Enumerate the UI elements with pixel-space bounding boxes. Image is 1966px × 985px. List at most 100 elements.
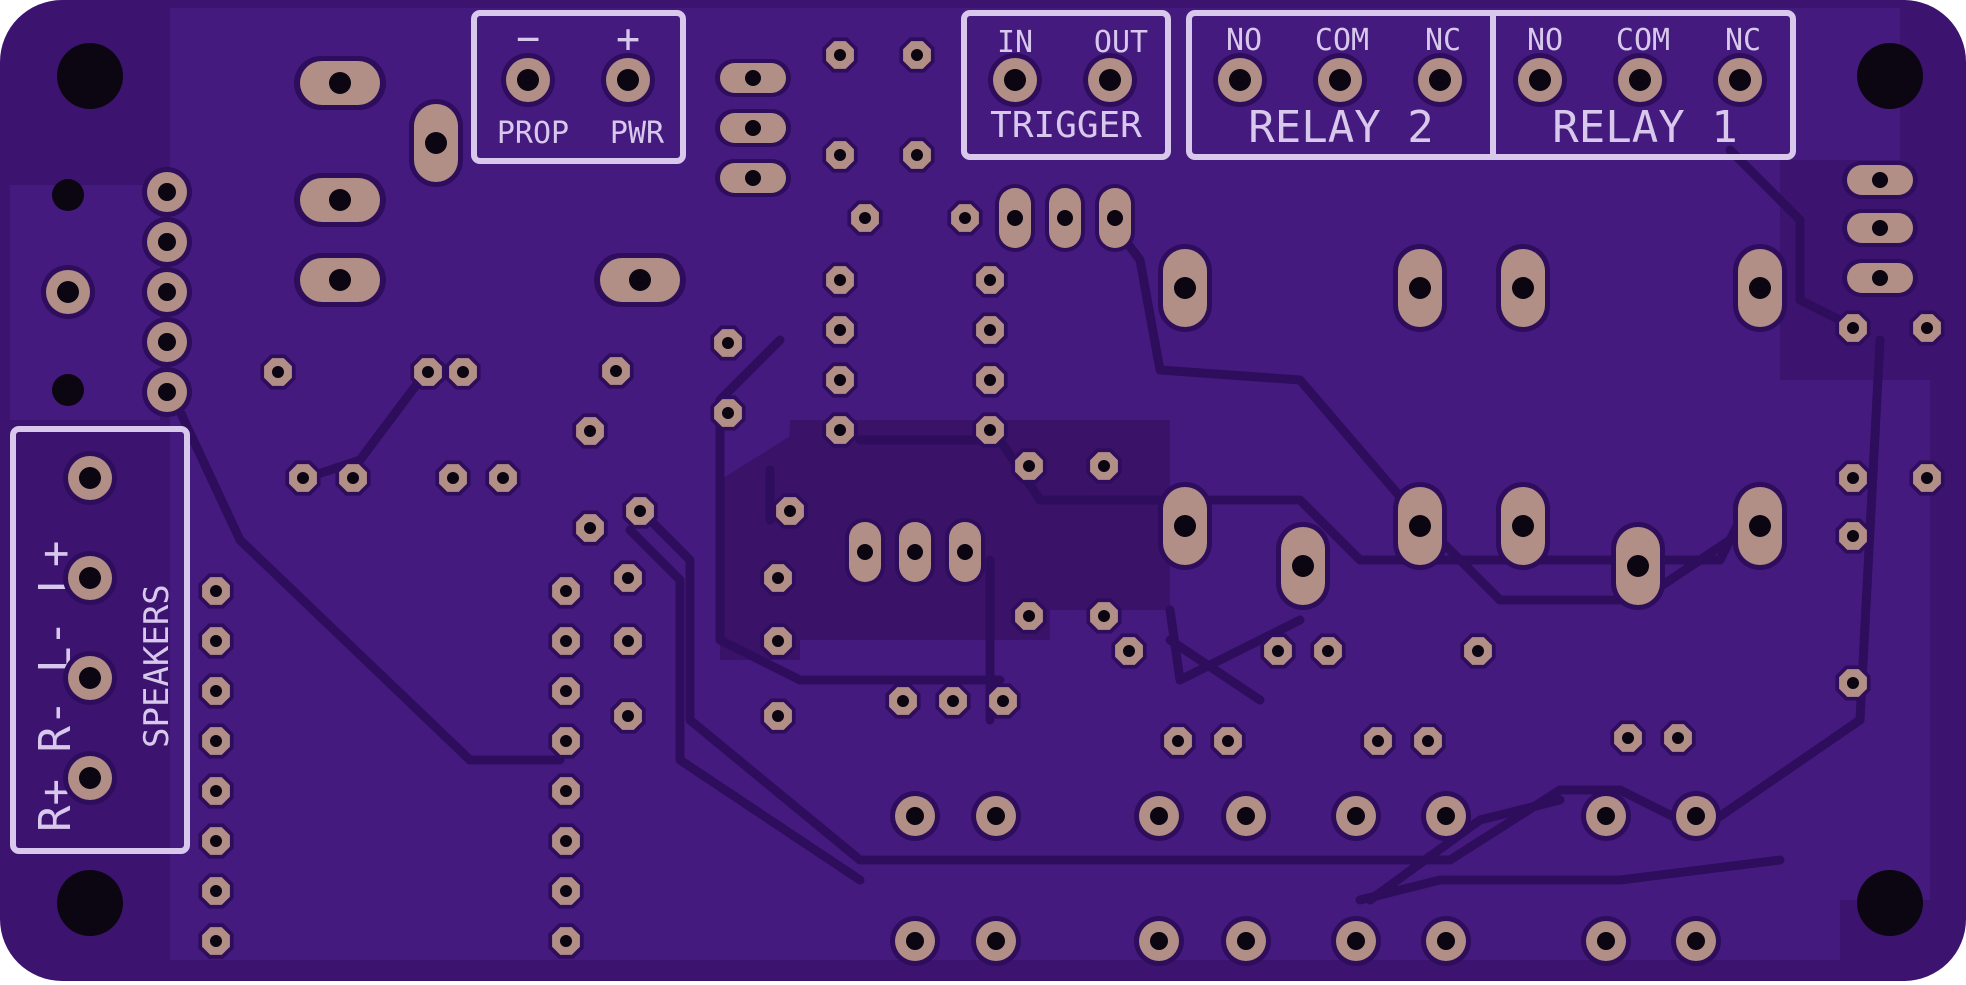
pad (899, 37, 935, 73)
pad (1842, 161, 1918, 199)
speaker-connector-outline (10, 426, 190, 854)
relay2-nc-label: NC (1425, 23, 1461, 58)
pad (548, 873, 584, 909)
pad (142, 217, 192, 267)
pad (1111, 633, 1147, 669)
pad (548, 823, 584, 859)
pad (895, 518, 935, 586)
relay2-no-label: NO (1226, 23, 1262, 58)
pad (715, 109, 791, 147)
pad (1260, 633, 1296, 669)
pad (198, 923, 234, 959)
pad (772, 493, 808, 529)
pad (198, 873, 234, 909)
pad (1095, 184, 1135, 252)
pad (1393, 482, 1447, 570)
pad (971, 916, 1021, 966)
mounting-hole (57, 43, 123, 109)
pad (1158, 482, 1212, 570)
pad (715, 159, 791, 197)
pad (710, 395, 746, 431)
pad (847, 200, 883, 236)
silkscreen-labels: − + PROP PWR IN OUT TRIGGER NO COM NC RE… (30, 16, 1761, 832)
pad (572, 510, 608, 546)
pad (1842, 209, 1918, 247)
pad (198, 773, 234, 809)
pad (1842, 259, 1918, 297)
pad (598, 353, 634, 389)
pad (1331, 916, 1381, 966)
relay2-name-label: RELAY 2 (1248, 102, 1433, 153)
pad (1313, 53, 1367, 107)
pad (1713, 53, 1767, 107)
pad (1513, 53, 1567, 107)
pad (1360, 723, 1396, 759)
pad (971, 791, 1021, 841)
pad (548, 673, 584, 709)
pad (1310, 633, 1346, 669)
pad (899, 137, 935, 173)
pad (198, 723, 234, 759)
pad (1835, 518, 1871, 554)
pad (1158, 244, 1212, 332)
pad (260, 354, 296, 390)
pad (610, 698, 646, 734)
pad (1733, 244, 1787, 332)
pad (945, 518, 985, 586)
pad (198, 573, 234, 609)
pad (501, 53, 555, 107)
pad (485, 460, 521, 496)
pad (890, 916, 940, 966)
mounting-hole (52, 179, 84, 211)
power-pwr-label: PWR (610, 116, 665, 151)
pad (890, 791, 940, 841)
pad (1671, 916, 1721, 966)
pad (435, 460, 471, 496)
pad (1393, 244, 1447, 332)
pad (1496, 482, 1550, 570)
pad (198, 823, 234, 859)
pad (1581, 916, 1631, 966)
pad (1413, 53, 1467, 107)
pad (1134, 916, 1184, 966)
pad (1045, 184, 1085, 252)
pad (294, 173, 386, 227)
pad (985, 683, 1021, 719)
trigger-name-label: TRIGGER (990, 105, 1142, 146)
pad (594, 253, 686, 307)
pad (1611, 522, 1665, 610)
relay1-nc-label: NC (1725, 23, 1761, 58)
pad (1496, 244, 1550, 332)
pad (1671, 791, 1721, 841)
pad (572, 413, 608, 449)
pad (1660, 720, 1696, 756)
power-connector-outline (471, 10, 686, 164)
pad (335, 460, 371, 496)
pad (1460, 633, 1496, 669)
pad (63, 451, 117, 505)
pad (947, 200, 983, 236)
pad (1421, 791, 1471, 841)
pad (294, 56, 386, 110)
relay1-no-label: NO (1527, 23, 1563, 58)
pad (409, 99, 463, 187)
pad (1221, 916, 1271, 966)
pad (1909, 460, 1945, 496)
pad (822, 362, 858, 398)
mounting-hole (1857, 870, 1923, 936)
pad (142, 367, 192, 417)
pad (548, 573, 584, 609)
silkscreen-outlines (10, 10, 1796, 854)
pad (622, 493, 658, 529)
pad (822, 312, 858, 348)
pad (63, 751, 117, 805)
pad (1835, 665, 1871, 701)
pad (822, 137, 858, 173)
pad (1909, 310, 1945, 346)
pad (63, 651, 117, 705)
pad (548, 773, 584, 809)
mounting-hole (57, 870, 123, 936)
pad (995, 184, 1035, 252)
